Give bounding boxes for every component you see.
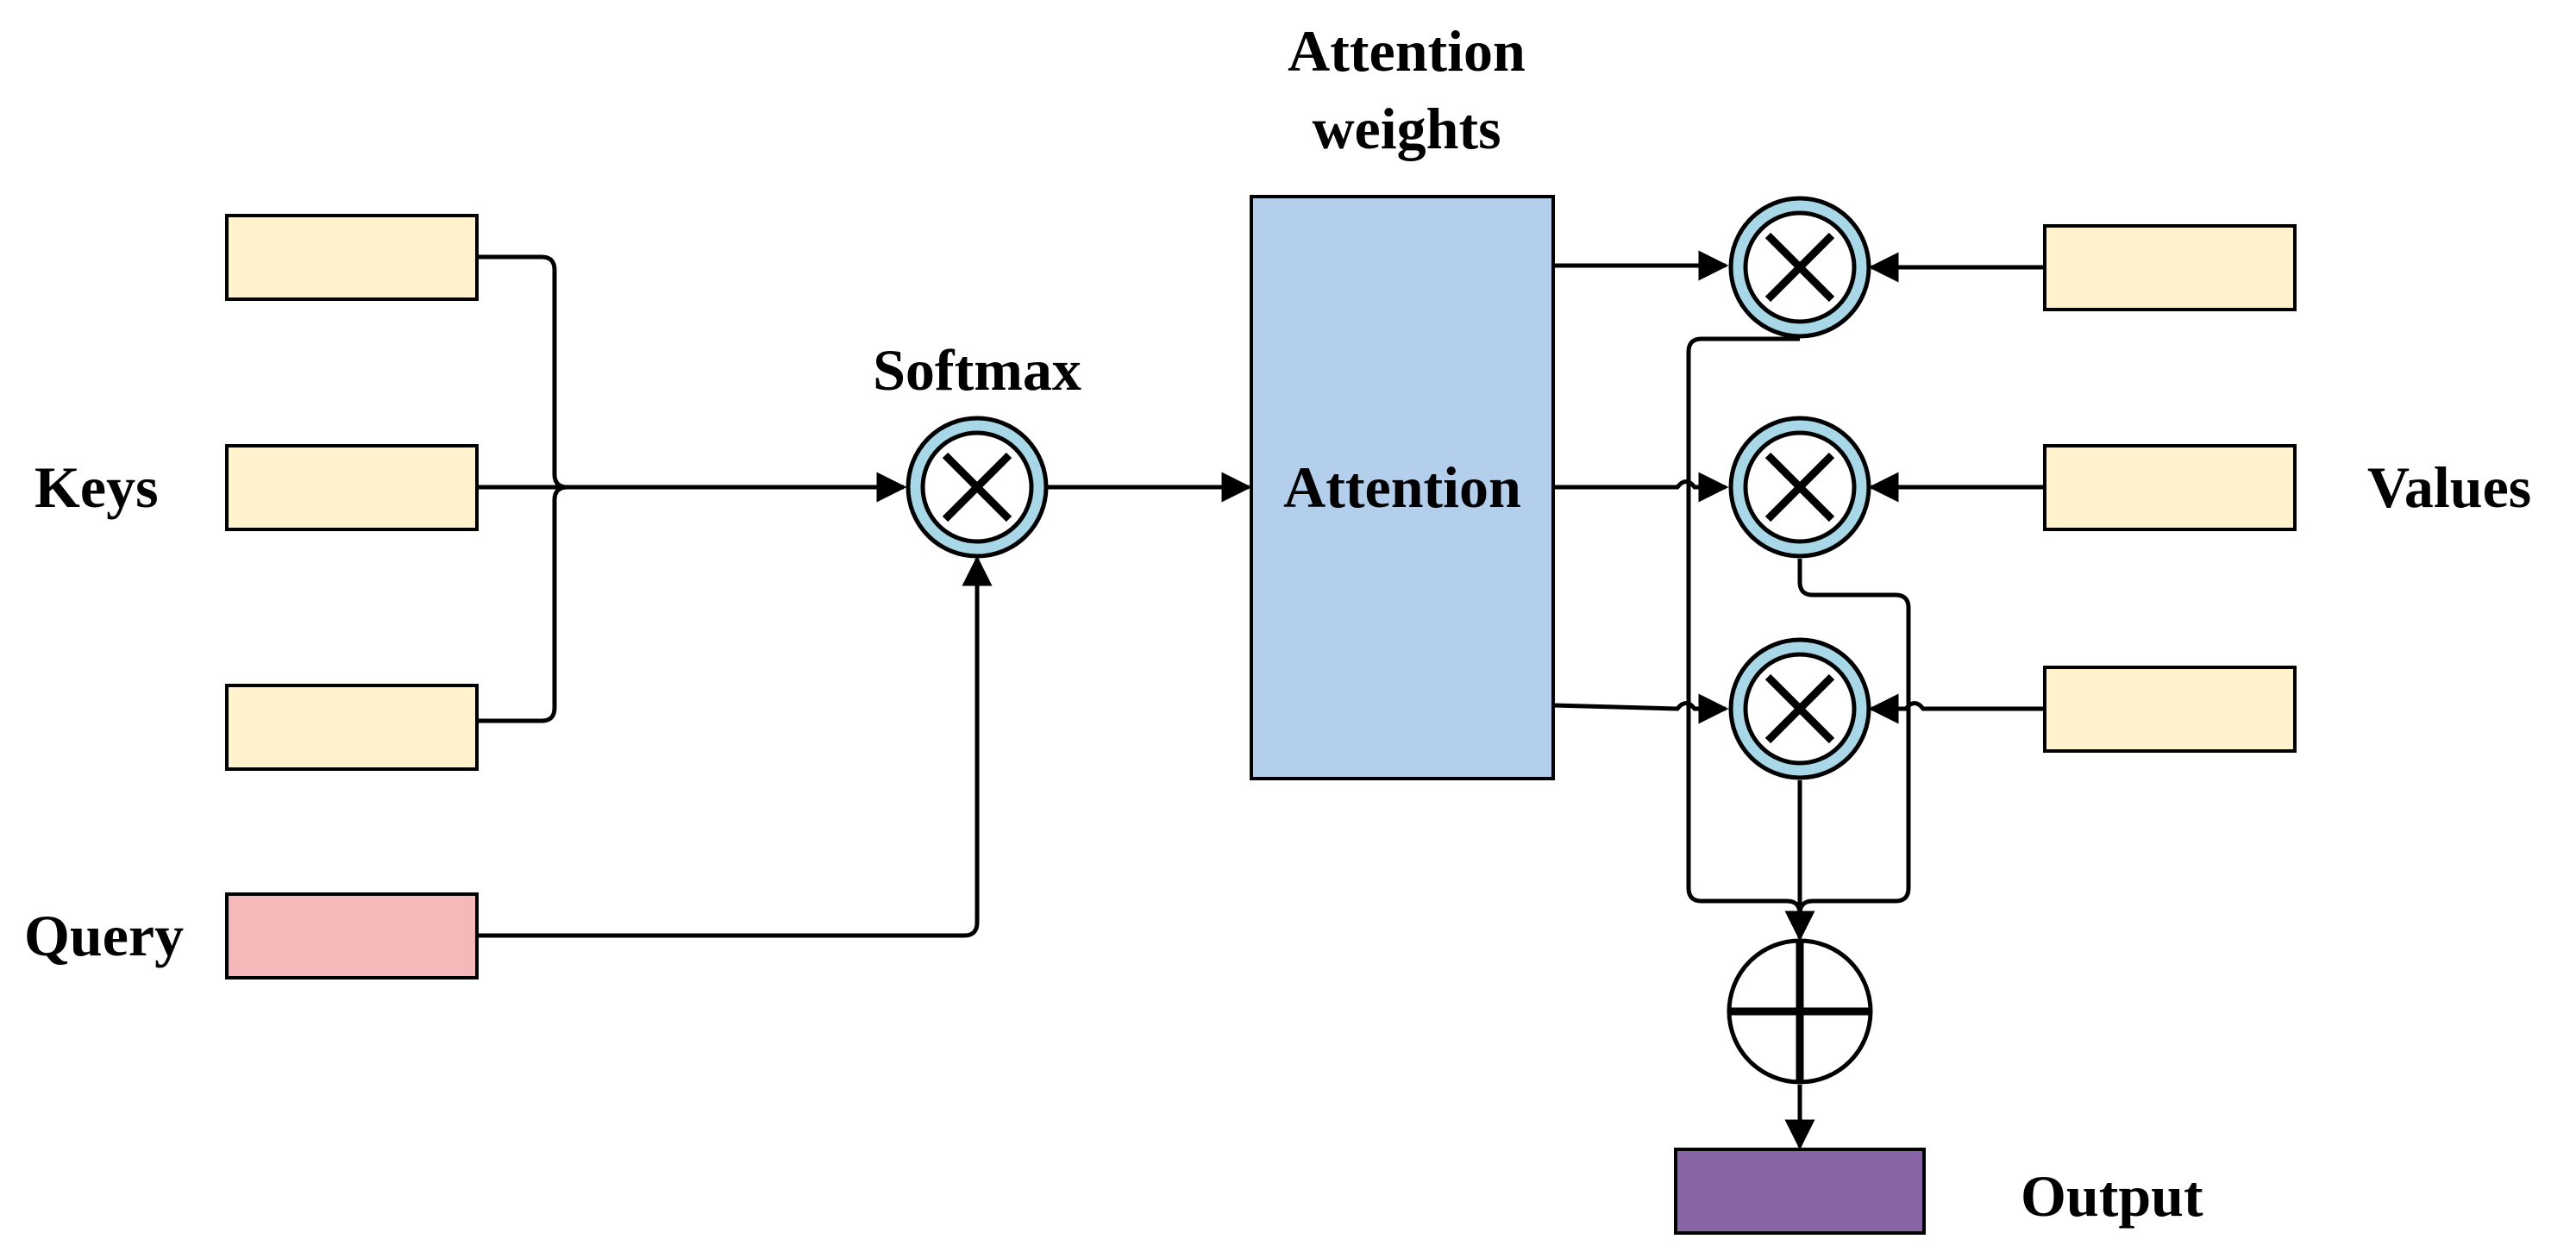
attention-to-mult-2-arrow [1553, 472, 1729, 503]
softmax-label: Softmax [873, 337, 1081, 403]
value-box-1 [2043, 224, 2297, 311]
query-to-softmax-arrow [477, 555, 993, 938]
value-box-3 [2043, 666, 2297, 753]
key-box-1 [225, 214, 479, 301]
attention-block [1250, 195, 1555, 780]
mult-2-to-sum-connector [1797, 559, 1911, 915]
softmax-multiply-icon [906, 416, 1049, 559]
multiply-node-3-icon [1728, 637, 1871, 780]
output-label: Output [2021, 1163, 2203, 1229]
multiply-node-1-icon [1728, 196, 1871, 339]
sum-node-icon [1727, 938, 1873, 1085]
value-3-to-mult-3-arrow [1868, 693, 2045, 724]
mult-1-to-sum-connector [1686, 336, 1802, 915]
output-box [1674, 1148, 1926, 1235]
multiply-node-2-icon [1728, 416, 1871, 559]
value-box-2 [2043, 444, 2297, 531]
attention-weights-label-line1: Attention [1288, 18, 1526, 84]
query-box [225, 892, 479, 979]
values-label: Values [2367, 454, 2531, 520]
key-box-3 [225, 684, 479, 771]
query-label: Query [24, 903, 184, 968]
key-3-connector [477, 485, 568, 723]
connectors [477, 250, 2045, 1150]
key-box-2 [225, 444, 479, 531]
attention-to-mult-3-arrow [1552, 693, 1729, 724]
attention-block-label: Attention [1283, 454, 1521, 520]
key-1-connector [477, 254, 568, 490]
attention-weights-label-line2: weights [1312, 96, 1501, 161]
keys-label: Keys [34, 454, 159, 520]
